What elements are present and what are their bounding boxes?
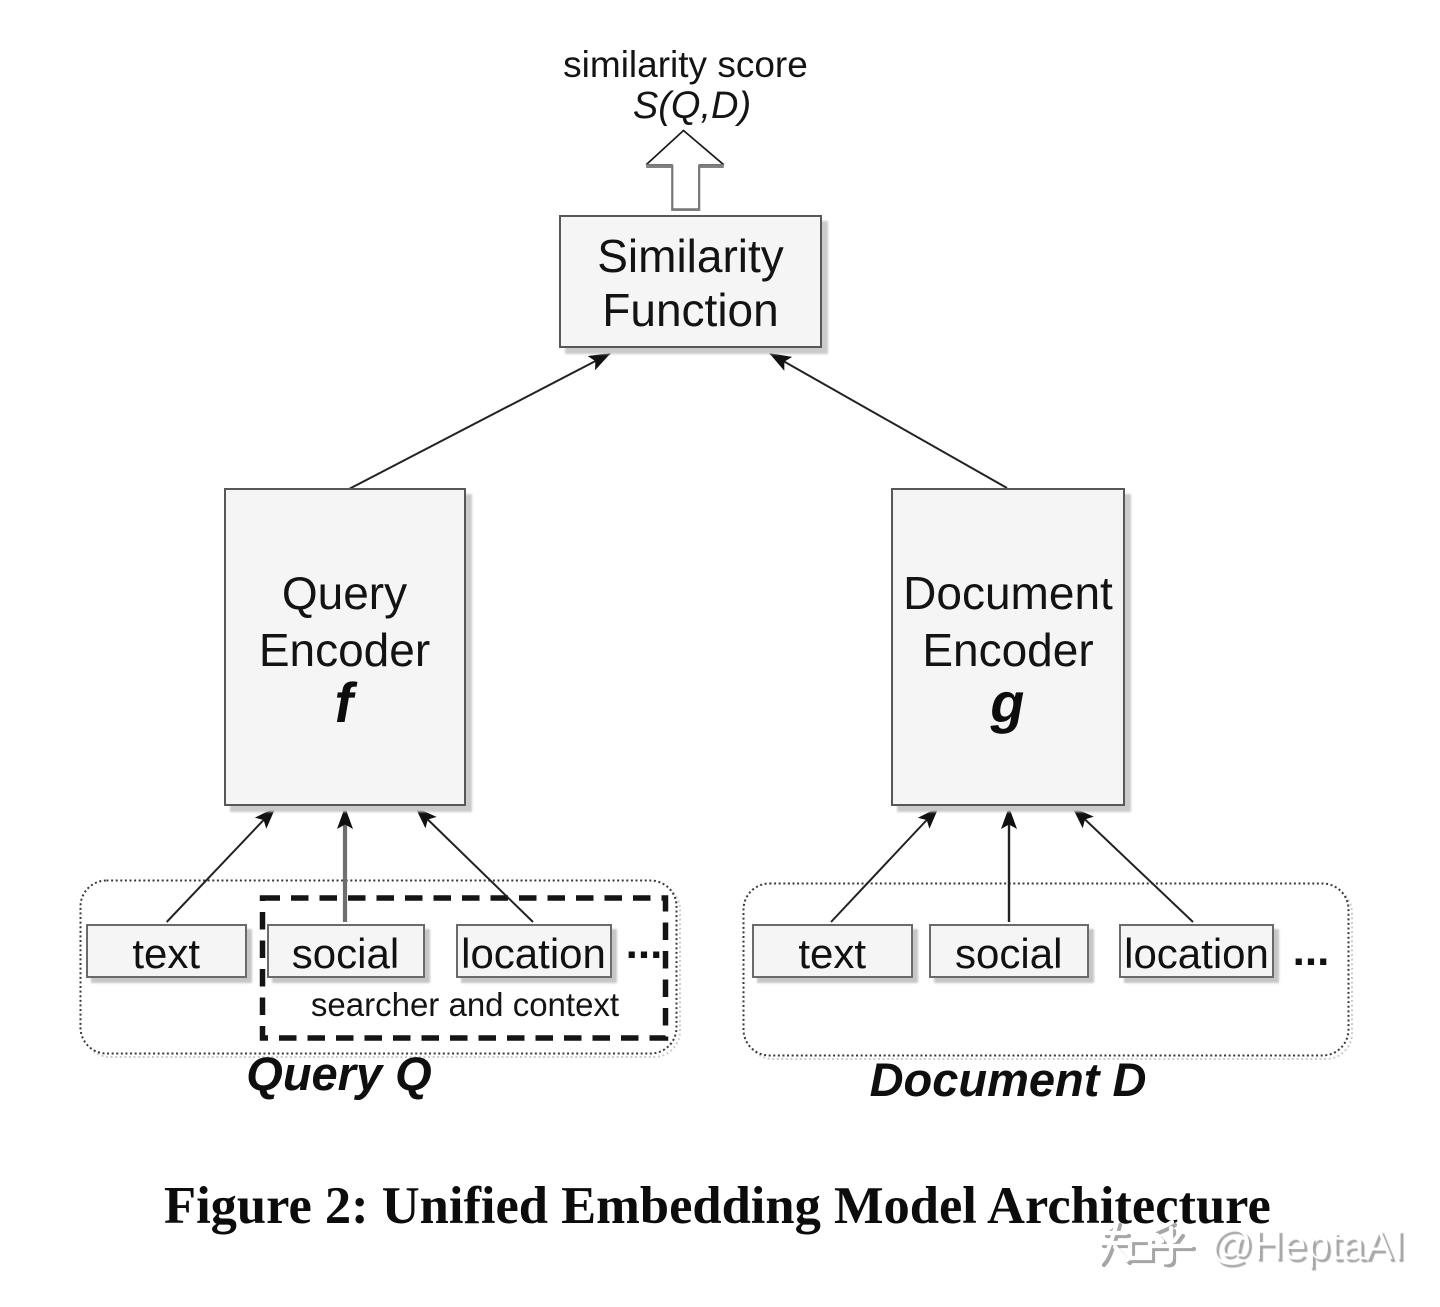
svg-text:@HeptaAI: @HeptaAI [1210,1221,1404,1268]
